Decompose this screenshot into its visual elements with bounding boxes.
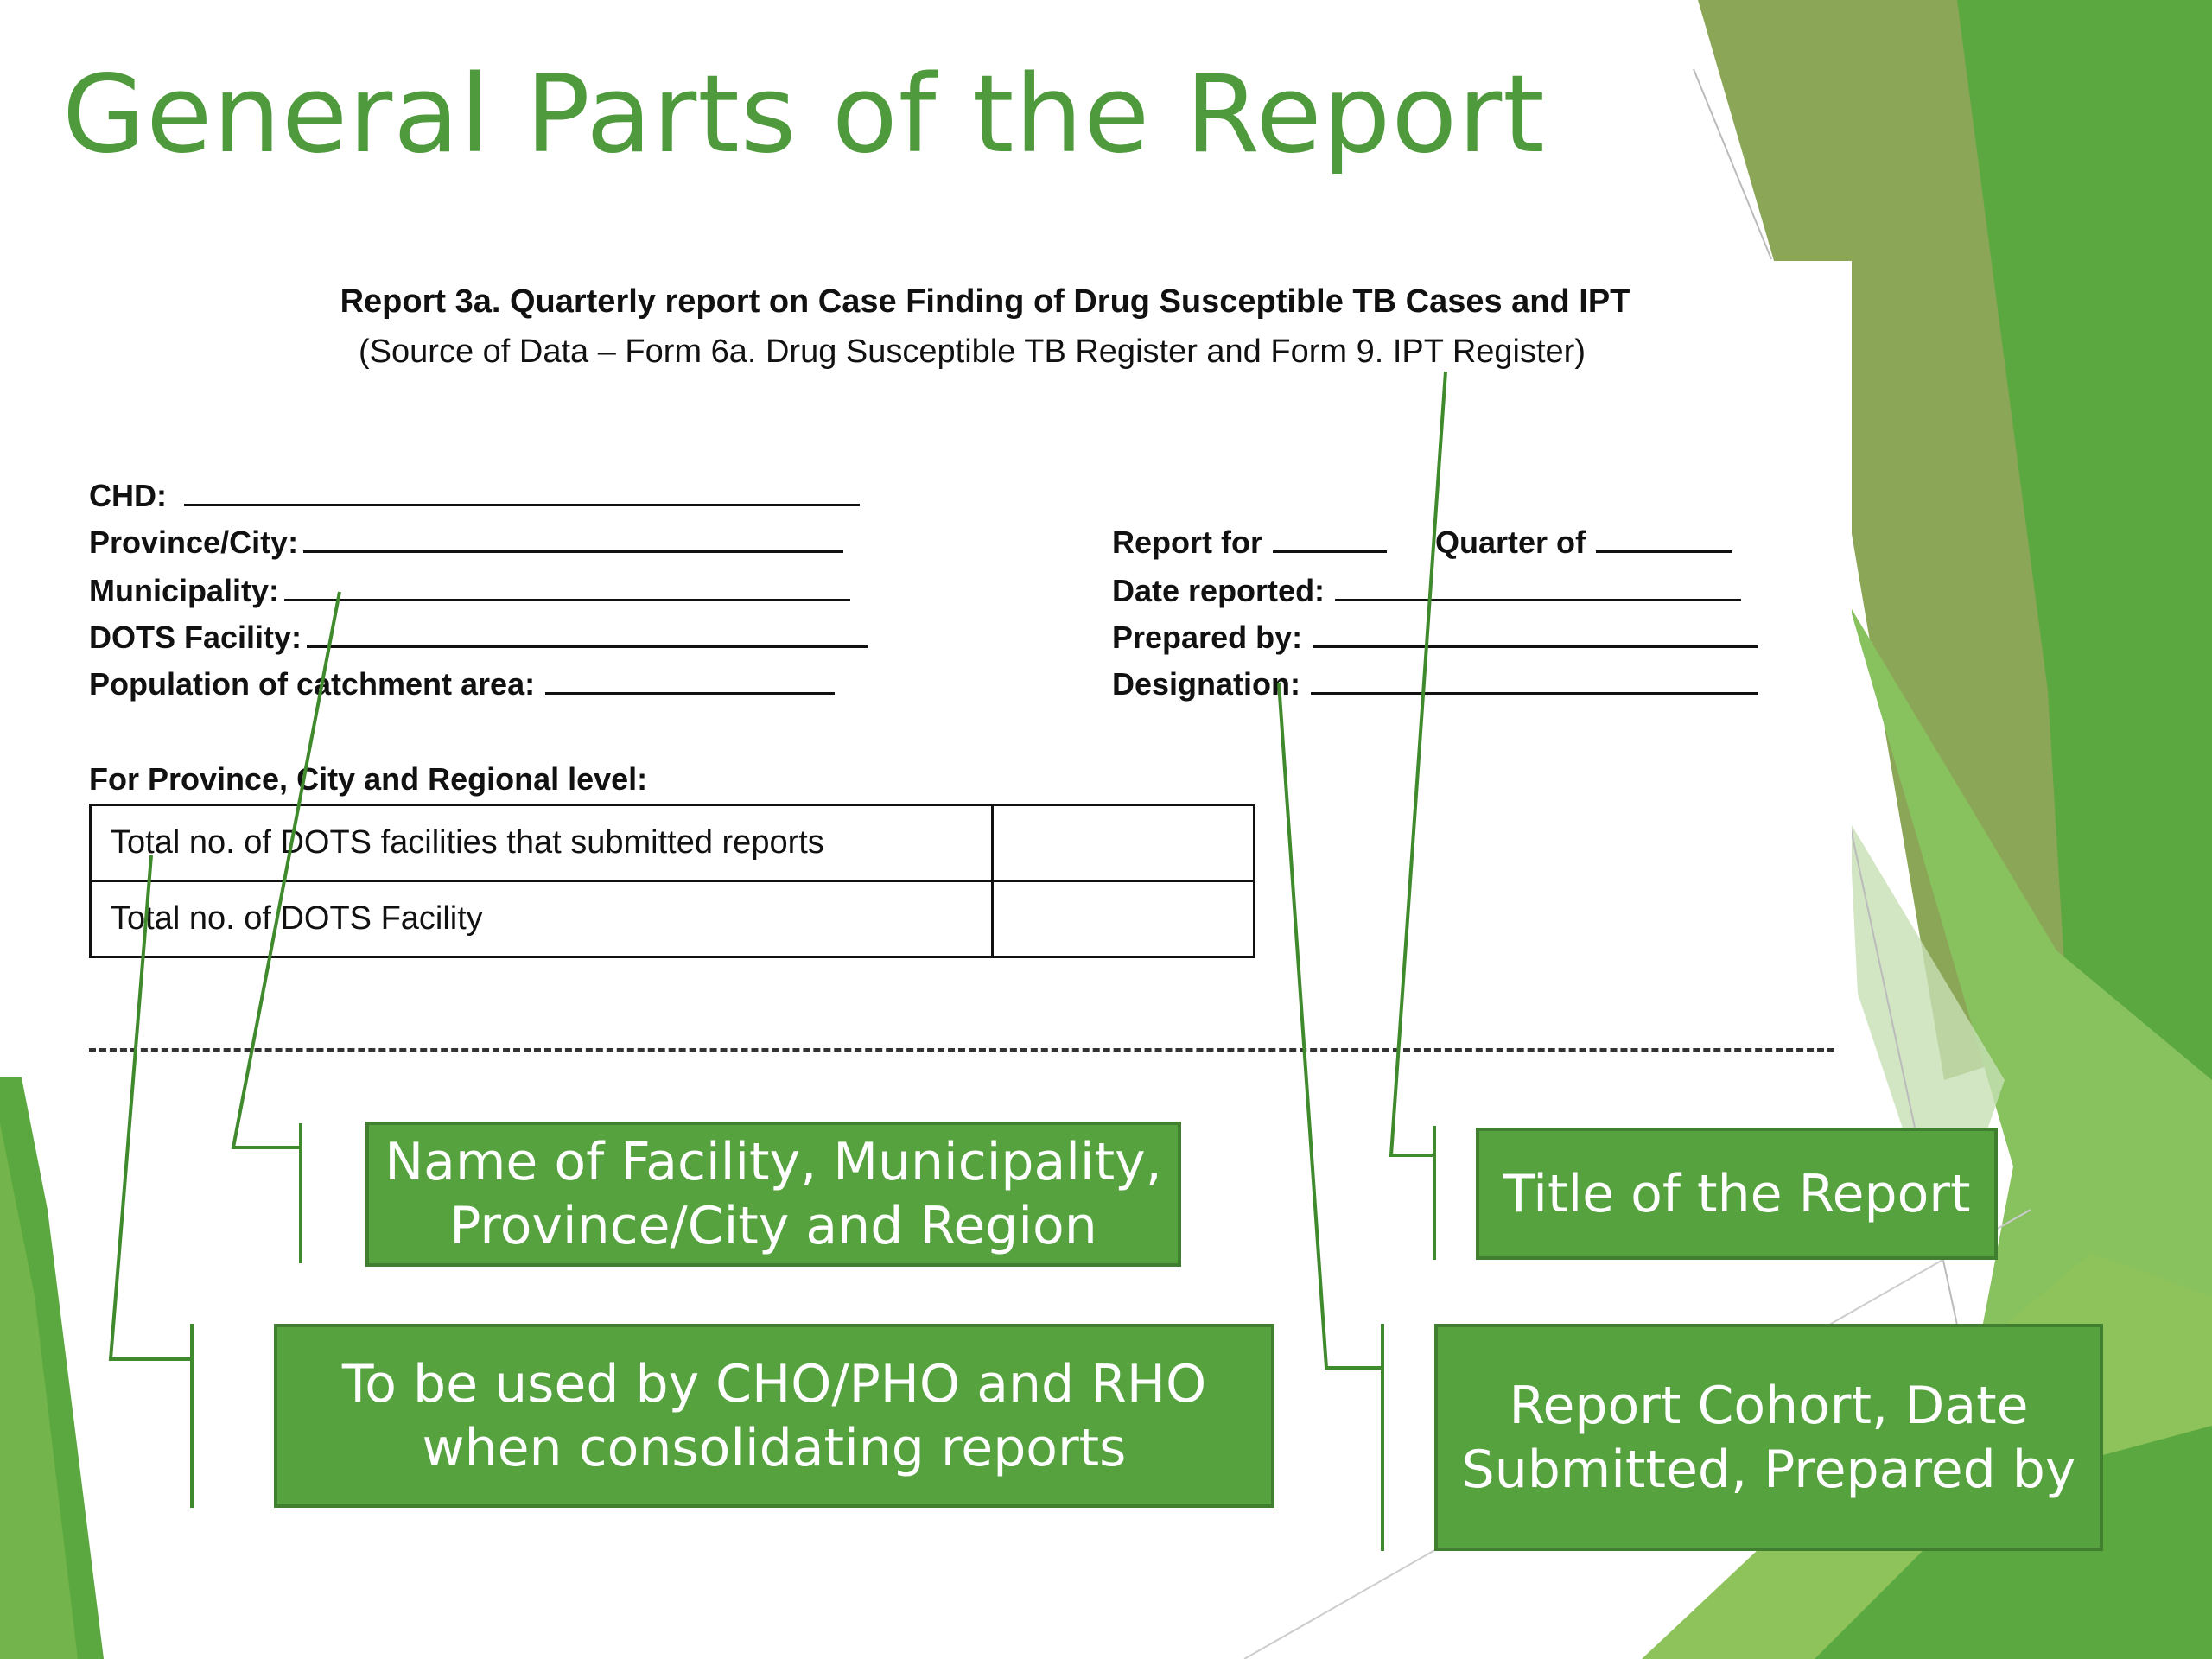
field-label: Designation: [1112,666,1301,702]
callout-line: Title of the Report [1503,1163,1971,1224]
table-cell-value[interactable] [991,880,1255,958]
callout-title: Title of the Report [1476,1128,1998,1260]
table-cell-label: Total no. of DOTS facilities that submit… [89,804,994,882]
field-report-for: Report for Quarter of [1112,524,1733,562]
callout-text: To be used by CHO/PHO and RHO when conso… [342,1352,1206,1480]
field-label: CHD: [89,478,167,513]
consolidation-table: Total no. of DOTS facilities that submit… [89,804,1255,958]
field-dots-facility: DOTS Facility: [89,619,869,657]
field-blank [545,666,836,695]
callout-text: Name of Facility, Municipality, Province… [385,1130,1161,1258]
field-designation: Designation: [1112,665,1759,703]
callout-line: To be used by CHO/PHO and RHO [341,1353,1207,1414]
callout-line: Submitted, Prepared by [1461,1439,2076,1500]
table-cell-label: Total no. of DOTS Facility [89,880,994,958]
field-blank [183,478,860,506]
field-label: DOTS Facility: [89,620,302,655]
callout-cohort: Report Cohort, Date Submitted, Prepared … [1434,1324,2103,1551]
field-blank [1311,666,1759,695]
slide-title: General Parts of the Report [62,53,1546,177]
callout-consolidating: To be used by CHO/PHO and RHO when conso… [274,1324,1274,1508]
field-blank [284,573,851,601]
callout-facility: Name of Facility, Municipality, Province… [365,1122,1181,1267]
report-source: (Source of Data – Form 6a. Drug Suscepti… [359,334,1586,370]
field-blank [303,524,844,553]
field-municipality: Municipality: [89,572,851,610]
bg-shape-left-light [0,1123,78,1659]
quarter-of-label: Quarter of [1435,524,1586,560]
field-population: Population of catchment area: [89,665,836,703]
field-label: Province/City: [89,524,299,560]
field-date-reported: Date reported: [1112,572,1742,610]
field-blank [1313,620,1758,648]
consolidation-heading: For Province, City and Regional level: [89,761,648,797]
field-province-city: Province/City: [89,524,844,562]
dashed-separator [89,1048,1834,1052]
callout-line: when consolidating reports [422,1417,1127,1478]
report-title: Report 3a. Quarterly report on Case Find… [340,283,1630,320]
field-label: Population of catchment area: [89,666,536,702]
callout-line: Province/City and Region [449,1196,1097,1256]
report-for-label: Report for [1112,524,1262,560]
field-blank [1335,573,1742,601]
callout-line: Name of Facility, Municipality, [385,1132,1162,1192]
field-chd: CHD: [89,477,860,515]
field-blank [307,620,869,648]
field-label: Municipality: [89,573,280,608]
table-row: Total no. of DOTS facilities that submit… [89,804,1255,882]
field-blank [1273,524,1387,553]
field-label: Prepared by: [1112,620,1303,655]
field-prepared-by: Prepared by: [1112,619,1758,657]
field-label: Date reported: [1112,573,1325,608]
table-cell-value[interactable] [991,804,1255,882]
table-row: Total no. of DOTS Facility [89,880,1255,958]
field-blank [1596,524,1733,553]
callout-line: Report Cohort, Date [1509,1375,2029,1436]
bg-thin-line [1693,68,1772,260]
callout-text: Report Cohort, Date Submitted, Prepared … [1462,1374,2076,1502]
